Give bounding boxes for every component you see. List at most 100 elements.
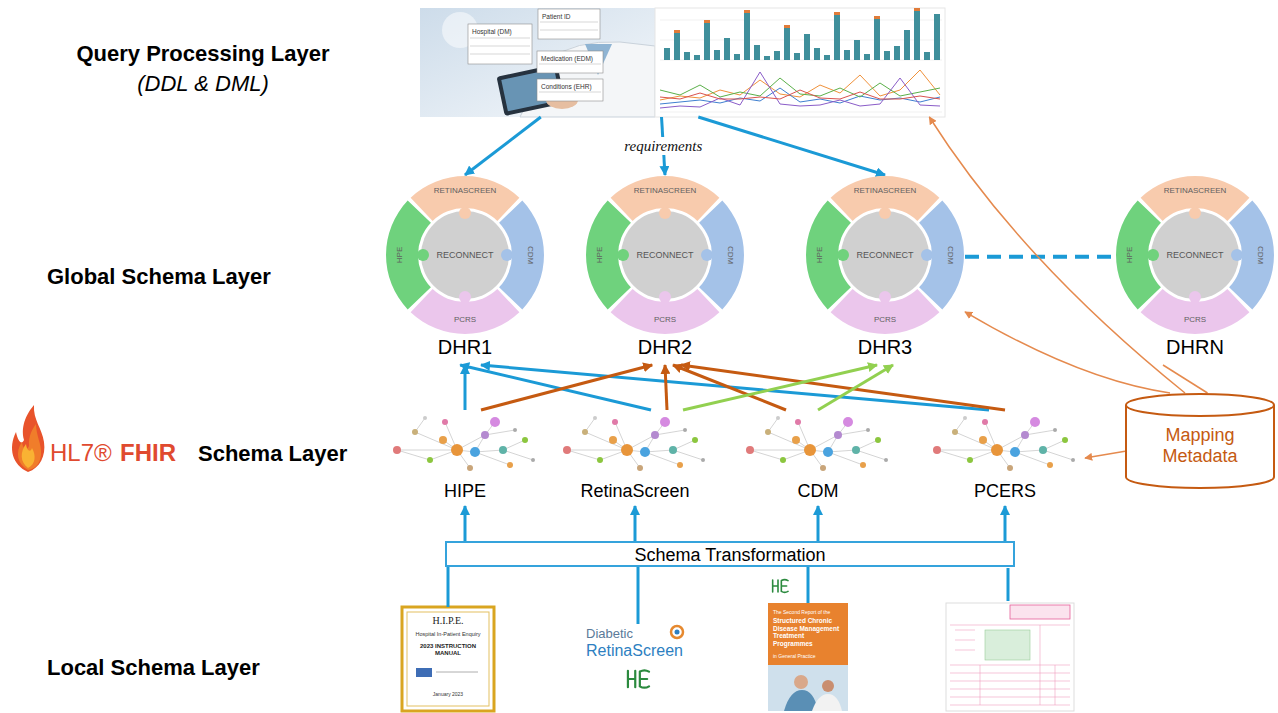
donut-segment: PCRS: [805, 175, 965, 335]
illustration-part: [675, 630, 680, 635]
segment-label: RETINASCREEN: [854, 186, 917, 196]
puzzle-knob: [1189, 291, 1201, 303]
illustration-part: [694, 55, 700, 60]
segment-label: RETINASCREEN: [634, 186, 697, 196]
document-cover: H.I.P.E.Hospital In-Patient Enquiry2023 …: [402, 607, 494, 711]
illustration-part: [894, 46, 900, 60]
layer-label: (DDL & DML): [53, 71, 353, 97]
segment-label: CDM: [1255, 246, 1265, 264]
illustration-part: [540, 22, 598, 30]
illustration-part: [746, 416, 888, 471]
illustration-part: [754, 45, 760, 60]
illustration-part: [660, 70, 940, 108]
text-slot: RECONNECT: [856, 250, 913, 261]
connector: [807, 567, 810, 603]
segment-label: CDM: [725, 246, 735, 264]
illustration-part: [955, 625, 1055, 705]
dhr-donut: DHRNRETINASCREENHPERECONNECTCDMPCRS: [1115, 175, 1275, 365]
node-label: DHR3: [805, 335, 965, 359]
illustration-part: [904, 30, 910, 60]
text-slot: Medication (EDM): [541, 55, 593, 63]
text-slot: HPE: [1125, 247, 1135, 263]
text-slot: Hospital (DM): [472, 28, 512, 36]
illustration-part: [950, 625, 1070, 705]
text-slot: in General Practice: [773, 653, 843, 659]
illustration-part: [674, 30, 680, 33]
illustration-part: [784, 690, 818, 711]
illustration-part: [834, 12, 840, 15]
connector: [818, 365, 893, 410]
segment-label: HPE: [815, 247, 825, 263]
text-slot: CDM: [725, 246, 735, 264]
puzzle-knob: [921, 249, 933, 261]
illustration-part: [794, 675, 808, 689]
puzzle-knob: [1189, 207, 1201, 219]
text-slot: CDM: [1255, 246, 1265, 264]
puzzle-knob: [879, 291, 891, 303]
text-slot: RetinaScreen: [586, 641, 683, 660]
ring-segment: [611, 289, 720, 334]
text-slot: Hospital In-Patient Enquiry: [406, 631, 490, 638]
text-slot: Schema Transformation: [447, 544, 1013, 566]
text-slot: PCRS: [874, 315, 896, 325]
illustration-part: [416, 668, 432, 677]
illustration-part: [684, 52, 690, 60]
text-slot: Schema Layer: [198, 441, 347, 467]
puzzle-knob: [1231, 249, 1243, 261]
ring-segment: [1229, 201, 1274, 310]
illustration-part: [794, 53, 800, 60]
segment-shape: [385, 175, 545, 335]
puzzle-knob: [459, 291, 471, 303]
text-slot: RETINASCREEN: [434, 186, 497, 196]
illustration-part: [660, 90, 940, 99]
puzzle-knob: [701, 249, 713, 261]
puzzle-knob: [659, 291, 671, 303]
ring-segment: [1116, 201, 1161, 310]
text-slot: January 2023: [402, 691, 494, 697]
text-slot: RECONNECT: [1166, 250, 1223, 261]
illustration-part: [814, 48, 820, 60]
illustration-part: [864, 54, 870, 60]
illustration-part: [537, 51, 603, 73]
ring-segment: [831, 176, 940, 221]
text-slot: CDM: [945, 246, 955, 264]
text-slot: DHR3: [805, 335, 965, 359]
node-label: in General Practice: [773, 653, 843, 659]
node-label: PCERS: [974, 480, 1036, 502]
text-slot: PCRS: [654, 315, 676, 325]
text-slot: HPE: [395, 247, 405, 263]
cylinder-body: [1126, 405, 1274, 488]
segment-label: RETINASCREEN: [434, 186, 497, 196]
illustration-part: [854, 40, 860, 60]
illustration-part: [674, 8, 920, 33]
illustration-part: [724, 38, 730, 60]
node-label: Mapping Metadata: [1145, 425, 1255, 467]
segment-label: PCRS: [874, 315, 896, 325]
text-slot: Global Schema Layer: [47, 264, 271, 290]
node-label: RetinaScreen: [580, 480, 689, 502]
text-slot: HPE: [815, 247, 825, 263]
puzzle-knob: [1147, 249, 1159, 261]
ring-segment: [1141, 176, 1250, 221]
puzzle-knob: [837, 249, 849, 261]
text-slot: RECONNECT: [436, 250, 493, 261]
donut-segment: PCRS: [585, 175, 745, 335]
segment-label: PCRS: [654, 315, 676, 325]
text-slot: PCERS: [925, 480, 1085, 502]
segment-label: CDM: [945, 246, 955, 264]
illustration-part: [784, 25, 790, 28]
node-label: January 2023: [402, 691, 494, 697]
fhir-schema: PCERS: [925, 410, 1085, 506]
segment-label: PCRS: [1184, 315, 1206, 325]
connector: [965, 312, 1170, 393]
illustration-part: [734, 54, 740, 60]
segment-label: RECONNECT: [436, 250, 493, 261]
connector: [665, 365, 667, 410]
node-label: 2023 INSTRUCTION MANUAL: [412, 643, 484, 657]
illustration-part: [660, 70, 940, 100]
text-slot: requirements: [621, 137, 705, 155]
illustration-part: [563, 416, 705, 471]
illustration-part: [664, 8, 940, 60]
illustration-part: [393, 416, 535, 471]
connector: [683, 365, 877, 410]
